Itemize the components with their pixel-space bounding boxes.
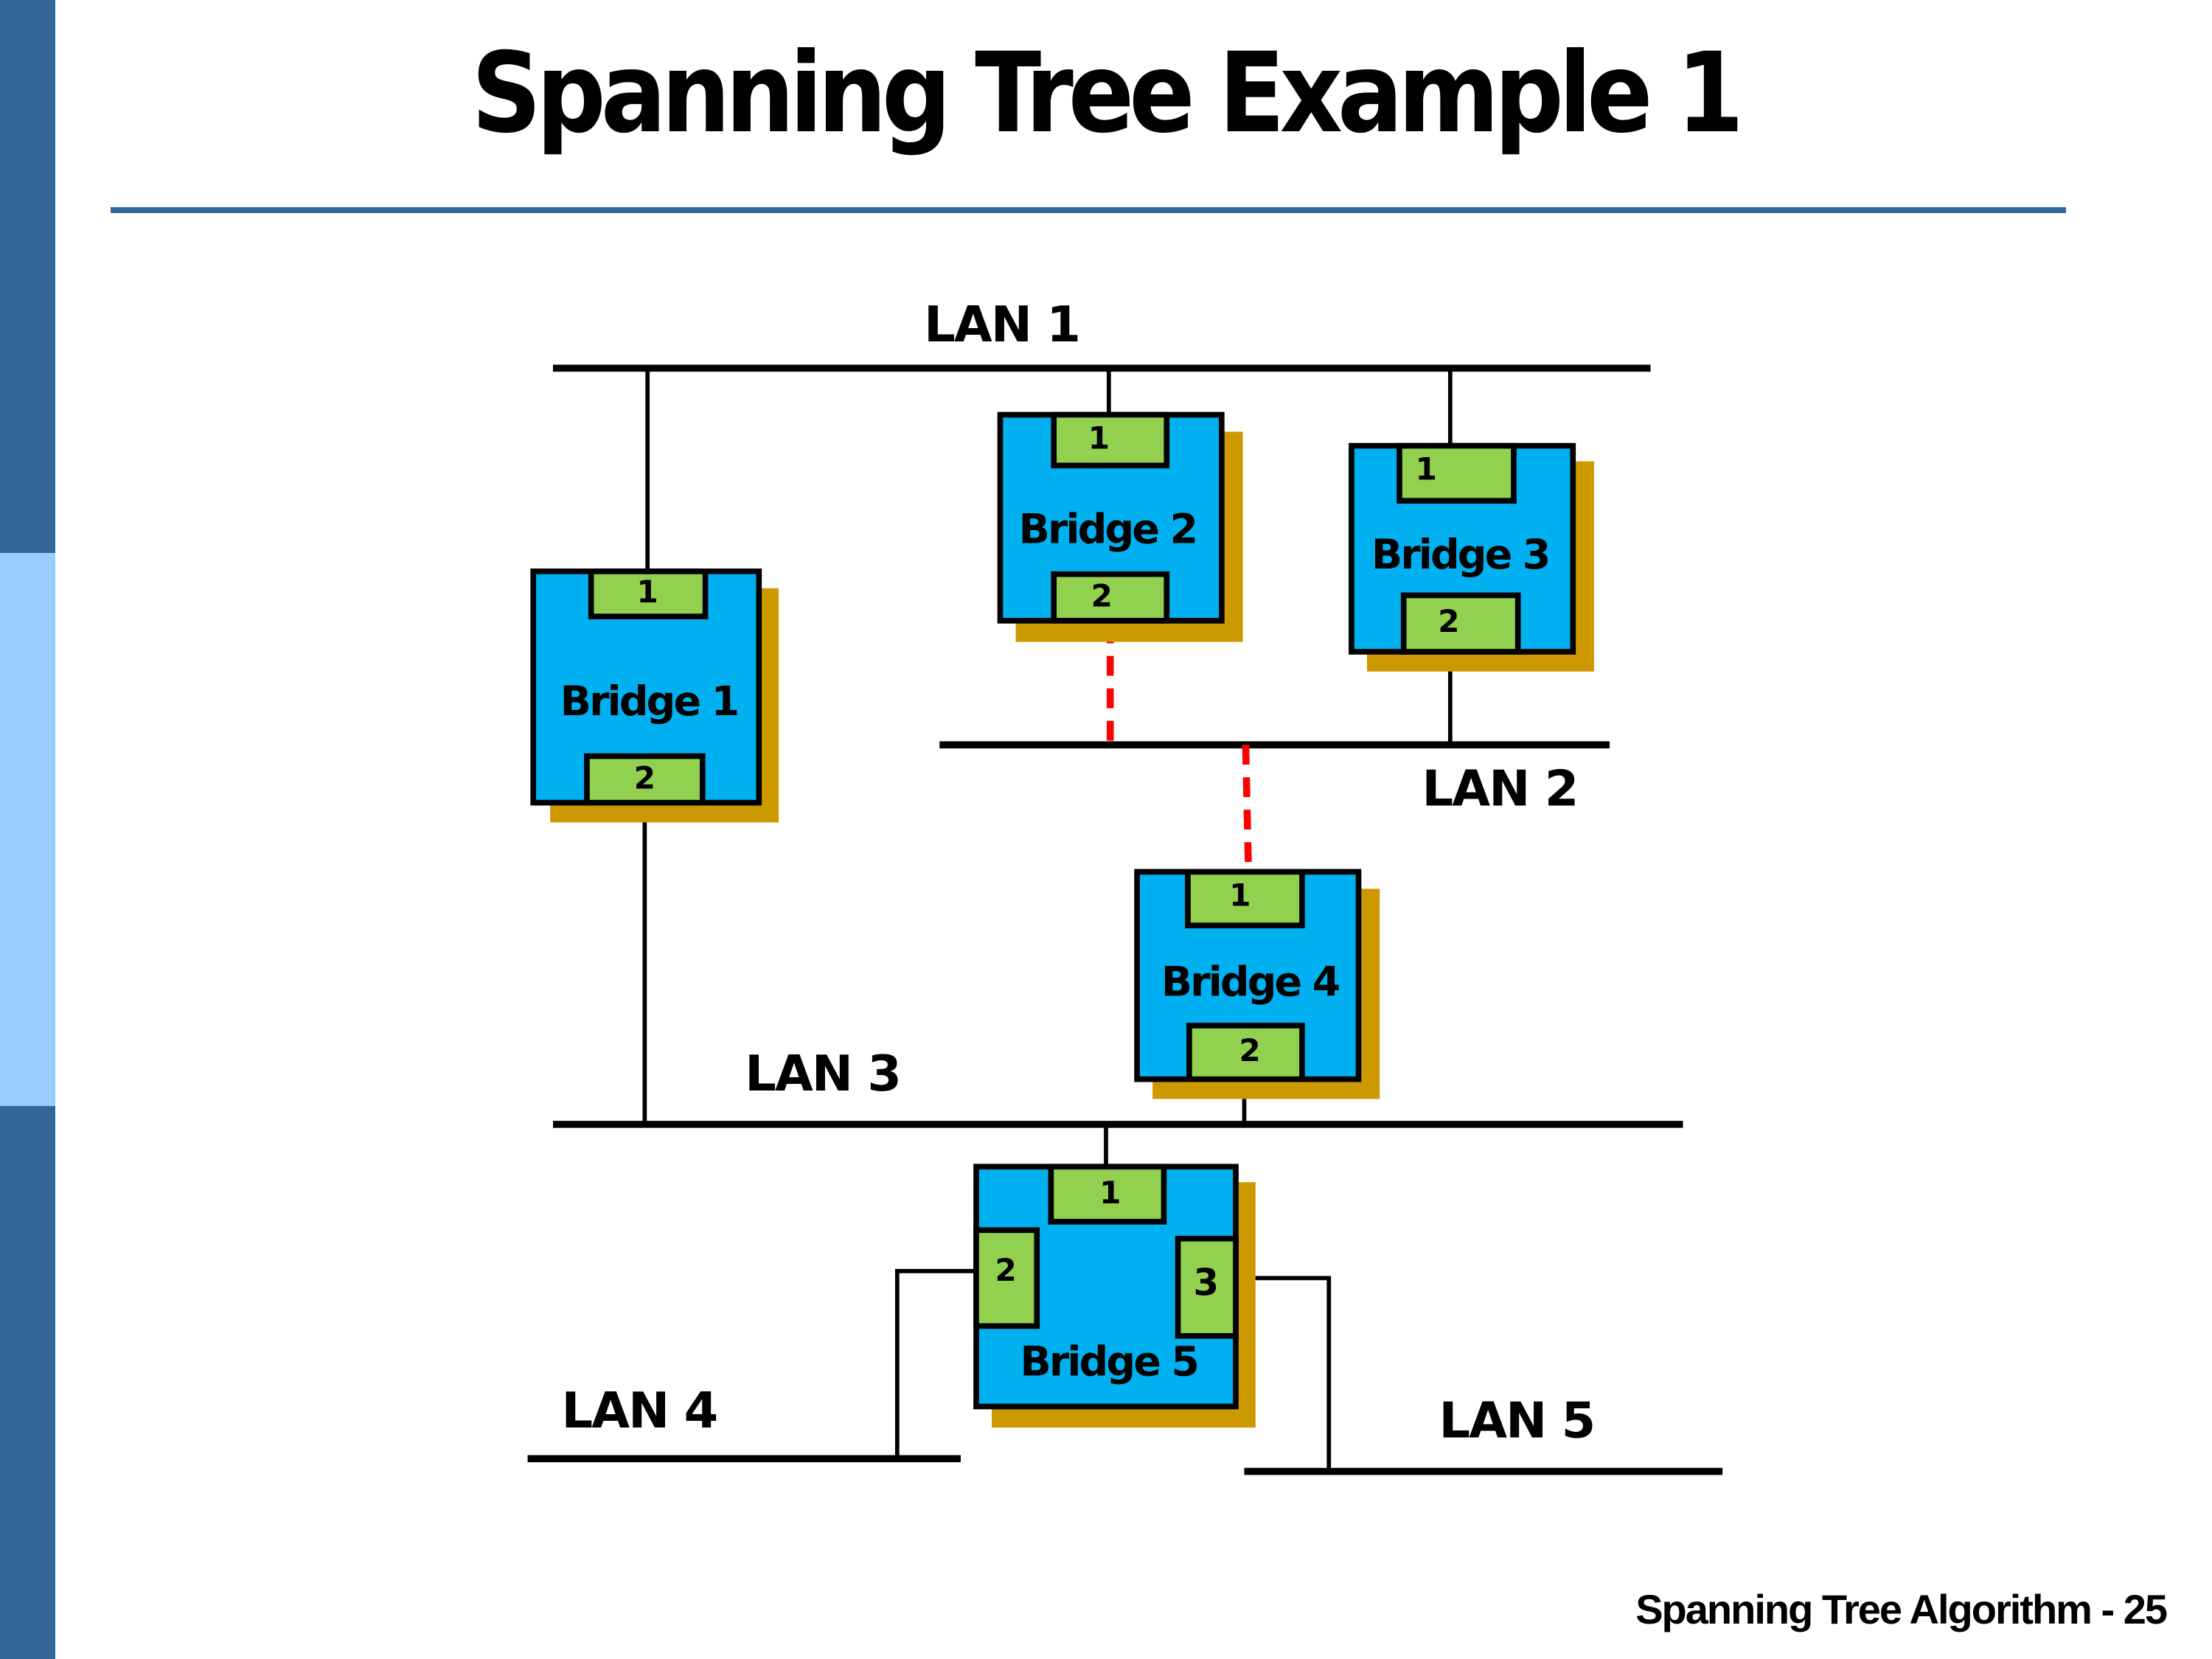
- bridge2-port2-label: 2: [1091, 578, 1113, 614]
- bridge1-port1-label: 1: [637, 574, 658, 610]
- bridge2-port1: [1051, 411, 1170, 469]
- bridge3-port2-label: 2: [1438, 603, 1459, 639]
- bridge3-label: Bridge 3: [1371, 532, 1549, 579]
- lan5-label: LAN 5: [1439, 1392, 1595, 1450]
- bridge1-port1: [588, 568, 709, 619]
- bridge5-label: Bridge 5: [1020, 1338, 1198, 1385]
- bridge3-port2: [1400, 592, 1521, 655]
- bridge5-port1: [1048, 1164, 1167, 1225]
- bridge2-port1-label: 1: [1088, 420, 1110, 456]
- lan4-label: LAN 4: [561, 1382, 717, 1439]
- bridge4-port2: [1186, 1023, 1305, 1082]
- bridge1-label: Bridge 1: [560, 678, 738, 726]
- title-underline: [111, 207, 2066, 213]
- bridge5-port2-link: [894, 1268, 976, 1459]
- bridge3-port1-label: 1: [1416, 451, 1437, 487]
- bridge2: 1 2 Bridge 2: [997, 411, 1243, 642]
- lan3-label: LAN 3: [745, 1045, 900, 1102]
- sidebar-segment-top: [0, 0, 55, 553]
- bridge1-port2: [584, 753, 706, 806]
- bridge5-port2: [973, 1227, 1040, 1329]
- lan1-label: LAN 1: [924, 296, 1079, 353]
- slide-footer: Spanning Tree Algorithm - 25: [1635, 1586, 2168, 1632]
- slide-title: Spanning Tree Example 1: [471, 29, 1744, 158]
- bridge3: 1 2 Bridge 3: [1349, 442, 1594, 672]
- bridge4-port1-blocked-link: [1242, 745, 1253, 872]
- bridge5-port1-label: 1: [1099, 1175, 1121, 1211]
- sidebar-decoration: [0, 0, 55, 1659]
- bridge4: 1 2 Bridge 4: [1134, 869, 1380, 1099]
- sidebar-segment-bottom: [0, 1106, 55, 1659]
- bridge1-port2-label: 2: [634, 760, 655, 796]
- bridge5-port2-label: 2: [995, 1252, 1017, 1288]
- bridge5-port3: [1175, 1236, 1239, 1339]
- bridge4-port1: [1185, 869, 1305, 928]
- bridge1: 1 2 Bridge 1: [530, 568, 779, 823]
- bridge4-label: Bridge 4: [1161, 959, 1340, 1006]
- bridge2-port2: [1051, 571, 1170, 624]
- bridge5-port3-link: [1236, 1276, 1332, 1472]
- bridge3-port1: [1397, 442, 1517, 504]
- sidebar-segment-middle: [0, 553, 55, 1106]
- lan2-label: LAN 2: [1422, 759, 1578, 817]
- bridge5: 1 2 3 Bridge 5: [973, 1164, 1256, 1428]
- bridge4-port2-label: 2: [1239, 1032, 1261, 1068]
- bridge4-port1-label: 1: [1229, 877, 1251, 913]
- bridge2-label: Bridge 2: [1019, 507, 1197, 554]
- bridge5-port3-label: 3: [1194, 1261, 1220, 1304]
